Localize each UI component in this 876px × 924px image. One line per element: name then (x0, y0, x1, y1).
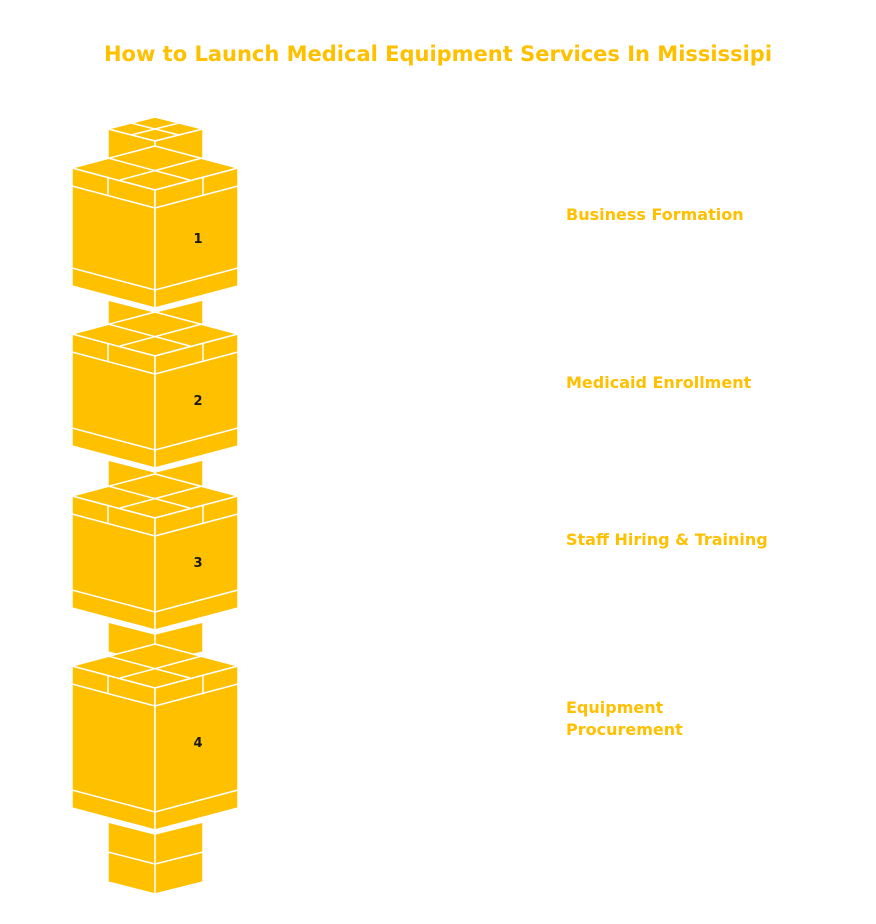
diagram-title: How to Launch Medical Equipment Services… (103, 42, 773, 66)
tower-block-1 (71, 145, 239, 320)
tower-bottom-base (107, 821, 204, 895)
step-number-4: 4 (193, 736, 202, 751)
tower-block-4 (71, 643, 239, 842)
tower-block-2 (71, 311, 239, 480)
step-number-1: 1 (193, 232, 202, 247)
step-label-3: Staff Hiring & Training (566, 530, 768, 549)
step-label-4: Equipment Procurement (566, 698, 683, 739)
step-label-1: Business Formation (566, 205, 744, 224)
tower-block-3 (71, 473, 239, 642)
step-number-3: 3 (193, 556, 202, 571)
step-number-2: 2 (193, 394, 202, 409)
step-label-2: Medicaid Enrollment (566, 373, 752, 392)
